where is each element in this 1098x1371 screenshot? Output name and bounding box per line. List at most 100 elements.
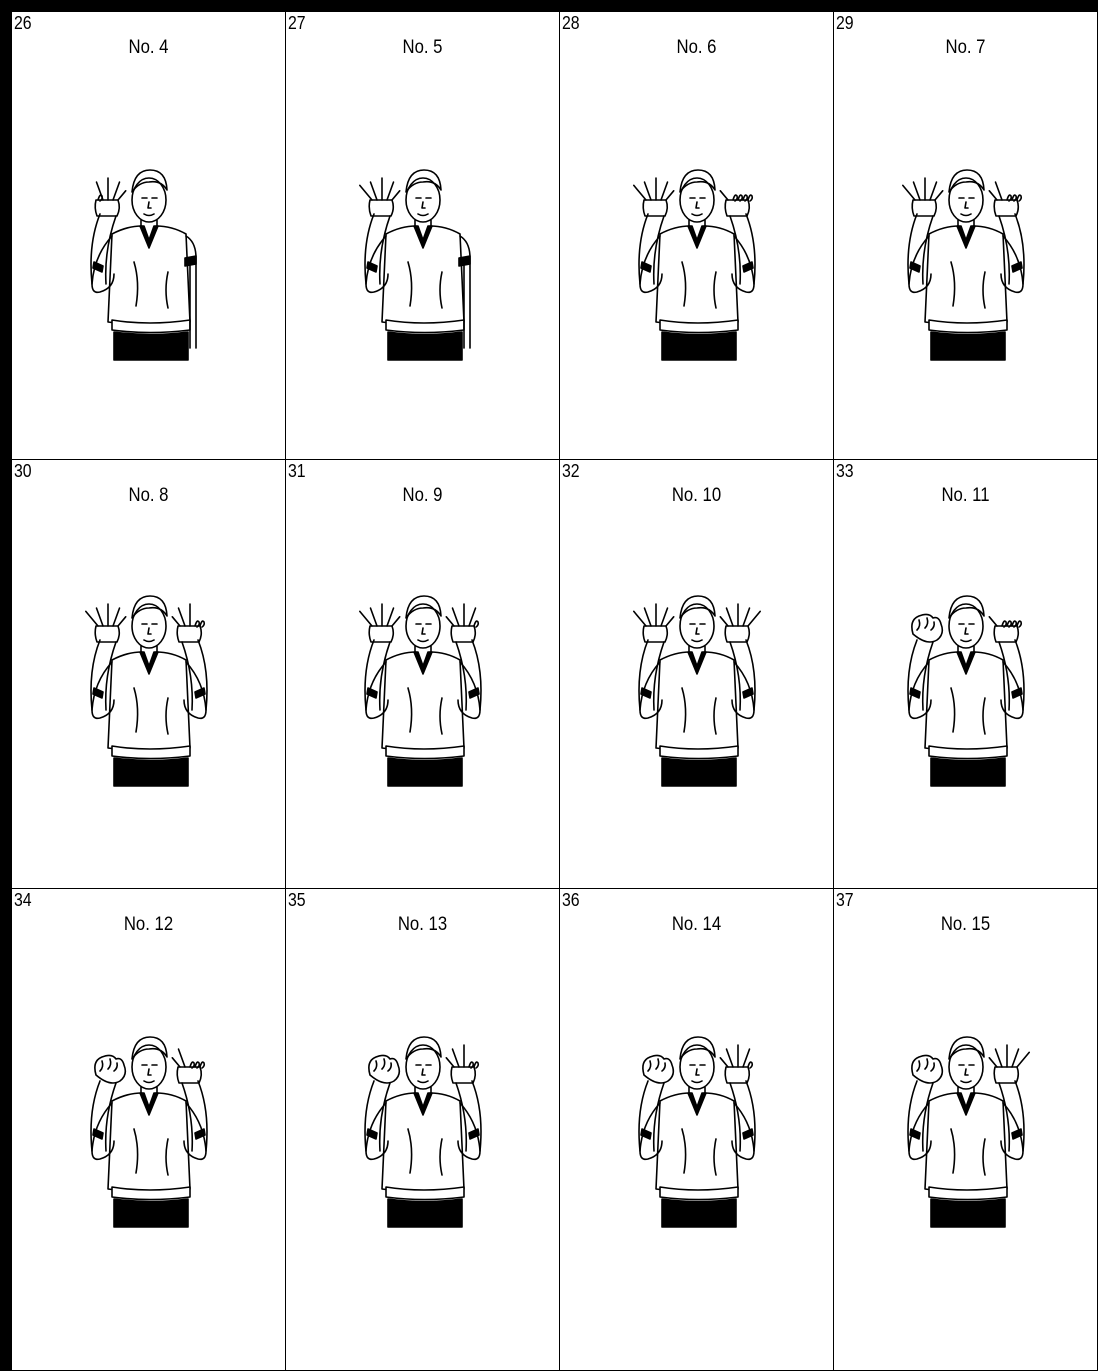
bent-finger-icon [474, 1062, 478, 1068]
card-number: 29 [836, 12, 854, 34]
referee-illustration [612, 1029, 782, 1239]
right-hand-icon [720, 604, 760, 642]
signal-card: 33No. 11 [834, 460, 1098, 889]
bent-finger-icon [200, 1062, 204, 1068]
palm-icon [369, 626, 393, 642]
finger-icon [930, 182, 937, 200]
card-number: 34 [14, 889, 32, 911]
left-hand-icon [368, 1055, 398, 1083]
referee-illustration [64, 1029, 234, 1239]
bent-finger-icon [748, 1062, 752, 1068]
finger-icon [633, 611, 645, 626]
referee-illustration [64, 162, 234, 372]
right-hand-icon [989, 1045, 1029, 1083]
thumb-icon [666, 191, 674, 200]
referee-illustration [881, 588, 1051, 798]
fist-knuckles-icon [917, 1059, 934, 1071]
bent-finger-icon [748, 195, 752, 201]
referee-illustration [338, 588, 508, 798]
signal-card: 30No. 8 [12, 460, 286, 889]
bent-finger-icon [1017, 195, 1021, 201]
finger-icon [452, 1049, 459, 1067]
referee-figure-icon [64, 162, 234, 372]
trousers-icon [114, 332, 188, 360]
signal-card: 37No. 15 [834, 889, 1098, 1371]
left-hand-icon [94, 1055, 124, 1083]
palm-icon [95, 200, 119, 216]
finger-icon [370, 608, 377, 626]
finger-icon [661, 608, 668, 626]
signal-card: 26No. 4 [12, 12, 286, 460]
referee-figure-icon [881, 588, 1051, 798]
left-hand-icon [95, 178, 126, 216]
finger-icon [85, 611, 97, 626]
palm-icon [95, 626, 119, 642]
card-title: No. 11 [850, 484, 1081, 508]
left-hand-icon [911, 614, 941, 642]
card-number: 33 [836, 460, 854, 482]
finger-icon [644, 608, 651, 626]
bent-finger-icon [1012, 195, 1016, 201]
referee-illustration [612, 588, 782, 798]
finger-icon [913, 182, 920, 200]
card-number: 31 [288, 460, 306, 482]
finger-icon [995, 182, 1002, 200]
bent-finger-icon [474, 621, 478, 627]
card-number: 27 [288, 12, 306, 34]
finger-icon [178, 608, 185, 626]
card-title: No. 15 [850, 913, 1081, 937]
signal-card: 28No. 6 [560, 12, 834, 460]
referee-figure-icon [64, 1029, 234, 1239]
referee-illustration [64, 588, 234, 798]
left-border-bar [0, 0, 12, 1371]
left-hand-icon [359, 604, 399, 642]
finger-icon [387, 182, 394, 200]
finger-icon [661, 182, 668, 200]
right-hand-icon [446, 1045, 478, 1083]
finger-icon [96, 608, 103, 626]
bent-finger-icon [190, 1062, 194, 1068]
bent-finger-icon [469, 1062, 473, 1068]
thumb-icon [720, 1058, 728, 1067]
thumb-icon [989, 1058, 997, 1067]
card-number: 32 [562, 460, 580, 482]
right-hand-icon [989, 617, 1021, 642]
bent-finger-icon [1002, 621, 1006, 627]
trousers-icon [931, 332, 1005, 360]
finger-icon [995, 1049, 1002, 1067]
top-border-bar [0, 0, 1098, 12]
card-title: No. 6 [576, 36, 816, 60]
card-title: No. 5 [302, 36, 542, 60]
referee-figure-icon [612, 162, 782, 372]
finger-icon [902, 185, 914, 200]
signal-card: 27No. 5 [286, 12, 560, 460]
thumb-icon [935, 191, 943, 200]
left-hand-icon [633, 178, 673, 216]
card-title: No. 8 [28, 484, 268, 508]
trousers-icon [931, 758, 1005, 786]
bent-finger-icon [195, 621, 199, 627]
card-number: 28 [562, 12, 580, 34]
trousers-icon [931, 1199, 1005, 1227]
card-title: No. 7 [850, 36, 1081, 60]
left-hand-icon [85, 604, 125, 642]
bent-finger-icon [738, 195, 742, 201]
finger-icon [743, 608, 750, 626]
thumb-icon [989, 617, 997, 626]
bent-finger-icon [200, 621, 204, 627]
trousers-icon [388, 1199, 462, 1227]
signal-card: 36No. 14 [560, 889, 834, 1371]
right-hand-icon [720, 1045, 752, 1083]
finger-icon [452, 608, 459, 626]
bent-finger-icon [743, 195, 747, 201]
trousers-icon [114, 758, 188, 786]
bent-finger-icon [733, 195, 737, 201]
finger-icon [370, 182, 377, 200]
finger-icon [359, 185, 371, 200]
referee-figure-icon [338, 1029, 508, 1239]
thumb-icon [446, 617, 454, 626]
signal-card: 34No. 12 [12, 889, 286, 1371]
